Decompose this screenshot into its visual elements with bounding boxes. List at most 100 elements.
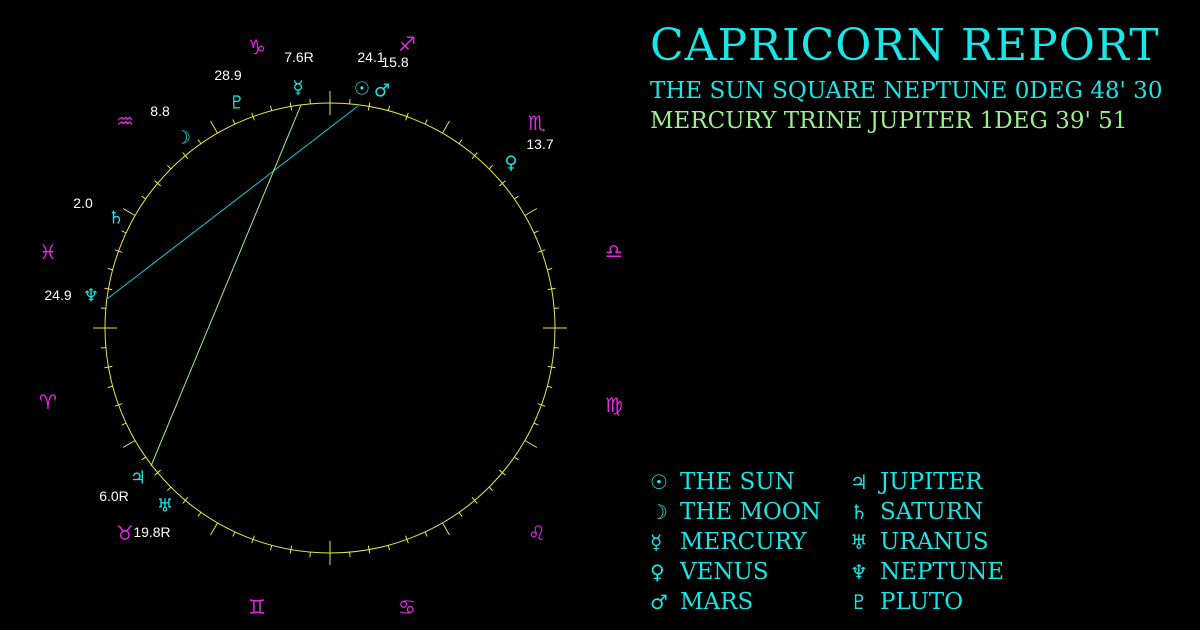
wheel-tick <box>121 230 127 234</box>
moon-icon: ☽ <box>650 500 668 524</box>
moon-degree-label: 8.8 <box>150 103 170 119</box>
wheel-tick <box>498 180 506 187</box>
wheel-tick <box>533 422 539 426</box>
wheel-tick <box>442 522 450 536</box>
legend-item-mercury: ☿MERCURY <box>650 527 821 557</box>
legend-item-venus: ♀VENUS <box>650 557 821 587</box>
wheel-tick <box>269 105 273 111</box>
mercury-icon: ☿ <box>650 530 663 554</box>
wheel-tick <box>104 365 113 369</box>
wheel-tick <box>289 102 293 111</box>
legend-label: URANUS <box>880 529 989 555</box>
wheel-tick <box>537 403 546 407</box>
aspect-line-sun-square-neptune <box>106 105 359 300</box>
cancer-sign-icon: ♋ <box>398 595 416 619</box>
sagittarius-sign-icon: ♐ <box>398 32 416 56</box>
legend-label: SATURN <box>880 499 984 525</box>
wheel-tick <box>251 535 255 544</box>
wheel-tick <box>514 195 519 200</box>
sun-degree-label: 24.1 <box>357 49 384 65</box>
saturn-degree-label: 2.0 <box>73 195 93 211</box>
wheel-tick <box>182 496 189 504</box>
neptune-degree-label: 24.9 <box>44 287 71 303</box>
wheel-tick <box>547 267 553 271</box>
aspect-line-mercury-trine-jupiter <box>150 104 302 467</box>
legend-item-uranus: ♅ URANUS <box>850 527 1004 557</box>
wheel-tick <box>232 531 236 537</box>
wheel-tick <box>154 180 162 187</box>
mars-icon: ♂ <box>374 81 390 102</box>
planet-legend-right: ♃JUPITER ♄SATURN ♅URANUS ♆NEPTUNE ♇PLUTO <box>850 467 1004 617</box>
sun-icon: ☉ <box>650 470 668 494</box>
wheel-tick <box>524 208 538 216</box>
legend-item-sun: ☉THE SUN <box>650 467 821 497</box>
venus-icon: ♀ <box>650 560 665 584</box>
wheel-tick <box>458 512 463 517</box>
legend-item-neptune: ♆ NEPTUNE <box>850 557 1004 587</box>
wheel-tick <box>251 112 255 121</box>
aries-sign-icon: ♈ <box>39 390 57 414</box>
aspect-mercury-trine-jupiter: MERCURY TRINE JUPITER 1DEG 39' 51 <box>650 108 1128 134</box>
wheel-tick <box>197 512 202 517</box>
wheel-tick <box>442 120 450 134</box>
wheel-tick <box>367 102 371 111</box>
sun-icon: ☉ <box>354 79 370 100</box>
aspect-sun-square-neptune: THE SUN SQUARE NEPTUNE 0DEG 48' 30 <box>650 78 1163 104</box>
legend-label: NEPTUNE <box>880 559 1005 585</box>
wheel-tick <box>387 545 391 551</box>
wheel-tick <box>537 249 546 253</box>
moon-icon: ☽ <box>175 128 191 149</box>
pluto-degree-label: 28.9 <box>214 67 241 83</box>
wheel-tick <box>232 119 236 125</box>
pluto-icon: ♇ <box>229 93 245 114</box>
wheel-tick <box>424 531 428 537</box>
wheel-tick <box>488 486 493 491</box>
pisces-sign-icon: ♓ <box>39 240 57 264</box>
neptune-icon: ♆ <box>850 560 868 584</box>
taurus-sign-icon: ♉ <box>116 521 134 545</box>
legend-item-saturn: ♄ SATURN <box>850 497 1004 527</box>
wheel-tick <box>114 403 123 407</box>
venus-degree-label: 13.7 <box>526 136 553 152</box>
wheel-circle <box>104 102 556 554</box>
wheel-tick <box>547 365 556 369</box>
wheel-tick <box>405 535 409 544</box>
wheel-tick <box>197 139 202 144</box>
wheel-tick <box>154 469 162 476</box>
wheel-tick <box>458 139 463 144</box>
jupiter-icon: ♃ <box>850 470 868 494</box>
jupiter-degree-label: 6.0R <box>99 488 129 504</box>
uranus-degree-label: 19.8R <box>133 524 170 540</box>
wheel-tick <box>405 112 409 121</box>
wheel-tick <box>121 422 127 426</box>
aquarius-sign-icon: ♒ <box>116 109 134 133</box>
saturn-icon: ♄ <box>850 500 868 524</box>
wheel-tick <box>107 267 113 271</box>
legend-item-jupiter: ♃JUPITER <box>850 467 1004 497</box>
legend-item-moon: ☽THE MOON <box>650 497 821 527</box>
wheel-tick <box>488 165 493 170</box>
wheel-tick <box>471 152 478 160</box>
wheel-tick <box>122 440 136 448</box>
wheel-tick <box>498 469 506 476</box>
venus-icon: ♀ <box>504 153 517 174</box>
uranus-icon: ♅ <box>157 496 173 517</box>
wheel-tick <box>114 249 123 253</box>
mercury-icon: ☿ <box>292 78 303 99</box>
wheel-tick <box>547 385 553 389</box>
legend-item-mars: ♂MARS <box>650 587 821 617</box>
wheel-tick <box>367 545 371 554</box>
report-title: CAPRICORN REPORT <box>650 20 1160 71</box>
saturn-icon: ♄ <box>108 208 124 229</box>
legend-label: PLUTO <box>880 589 964 615</box>
mars-degree-label: 15.8 <box>381 54 408 70</box>
uranus-icon: ♅ <box>850 530 868 554</box>
wheel-tick <box>514 456 519 461</box>
wheel-tick <box>533 230 539 234</box>
planet-legend-left: ☉THE SUN ☽THE MOON ☿MERCURY ♀VENUS ♂MARS <box>650 467 821 617</box>
neptune-icon: ♆ <box>83 286 99 307</box>
wheel-tick <box>167 486 172 491</box>
jupiter-icon: ♃ <box>130 468 146 489</box>
wheel-tick <box>107 385 113 389</box>
natal-chart-wheel: ♑♐♏♎♍♌♋♊♉♈♓♒☉24.1♂15.8☿7.6R♇28.9☽8.8♄2.0… <box>39 32 623 619</box>
